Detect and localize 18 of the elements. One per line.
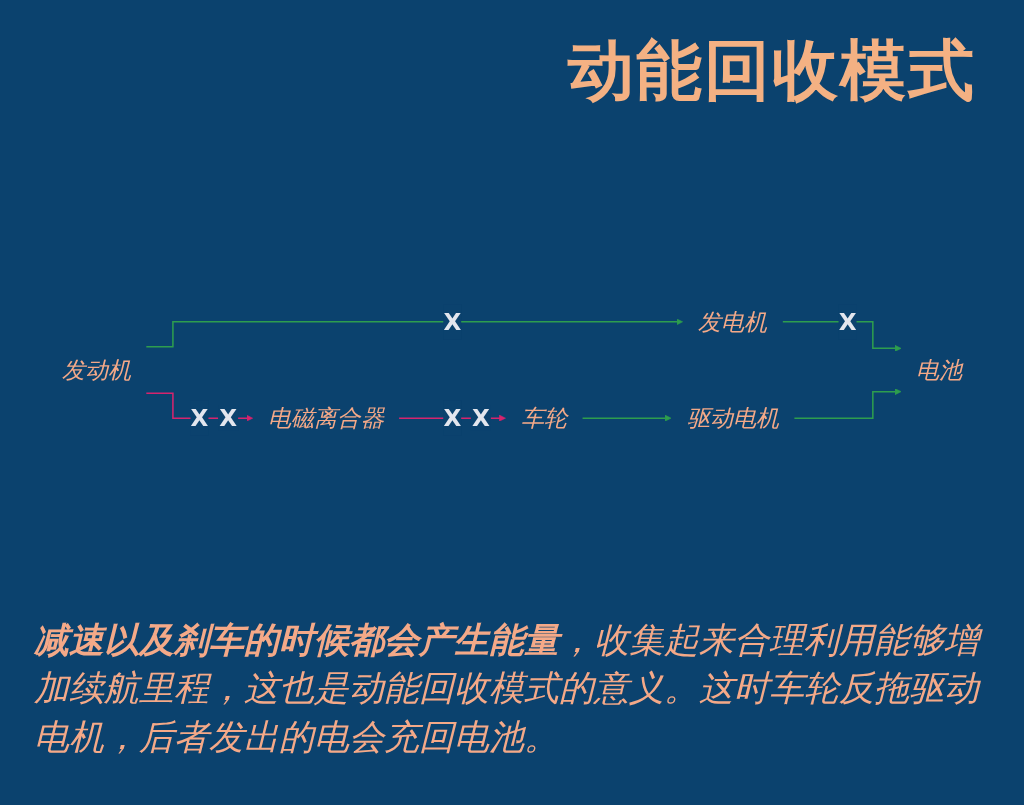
- arrow: [581, 414, 672, 422]
- edge-label: X: [190, 404, 209, 432]
- edge-label: X: [443, 308, 462, 336]
- arrow: [782, 321, 902, 352]
- edge-label: X: [443, 404, 462, 432]
- node-text: 车轮: [520, 404, 568, 432]
- node-text: 驱动电机: [686, 404, 779, 432]
- diagram-title: 动能回收模式: [568, 31, 976, 111]
- arrow: [145, 318, 683, 348]
- node-text: 发电机: [698, 308, 768, 336]
- caption: 减速以及刹车的时候都会产生能量，收集起来合理利用能够增加续航里程，这也是动能回收模式的意义。这时车轮反拖驱动电机，后者发出的电会充回电池。: [34, 616, 994, 761]
- cross-mark: X: [219, 405, 237, 432]
- edge-label: X: [838, 308, 857, 336]
- node-text: 发动机: [61, 356, 131, 384]
- cross-mark: X: [471, 405, 490, 432]
- node-text: 电磁离合器: [268, 404, 384, 432]
- arrow: [793, 388, 902, 419]
- node-text: 电池: [916, 356, 963, 384]
